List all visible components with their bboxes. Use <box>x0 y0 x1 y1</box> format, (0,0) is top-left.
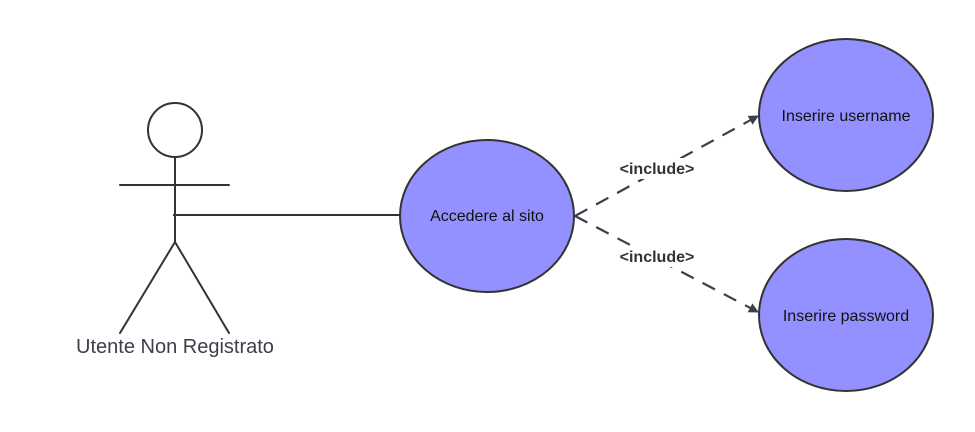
include-label-top-bg <box>612 158 702 179</box>
use-case-label-accedere-al-sito: Accedere al sito <box>430 208 544 225</box>
use-case-label-inserire-username: Inserire username <box>782 108 911 125</box>
actor-head <box>147 102 203 158</box>
include-label-top: <include> <box>620 161 695 178</box>
actor-name: Utente Non Registrato <box>76 336 274 358</box>
include-label-bottom: <include> <box>620 249 695 266</box>
use-case-accedere-al-sito[interactable] <box>399 139 575 293</box>
actor-left-leg <box>119 241 176 334</box>
use-case-label-inserire-password: Inserire password <box>783 308 909 325</box>
use-case-inserire-password[interactable] <box>758 238 934 392</box>
include-label-bottom-bg <box>612 246 702 267</box>
actor-right-leg <box>174 241 230 334</box>
use-case-inserire-username[interactable] <box>758 38 934 192</box>
actor-figure <box>119 102 230 334</box>
